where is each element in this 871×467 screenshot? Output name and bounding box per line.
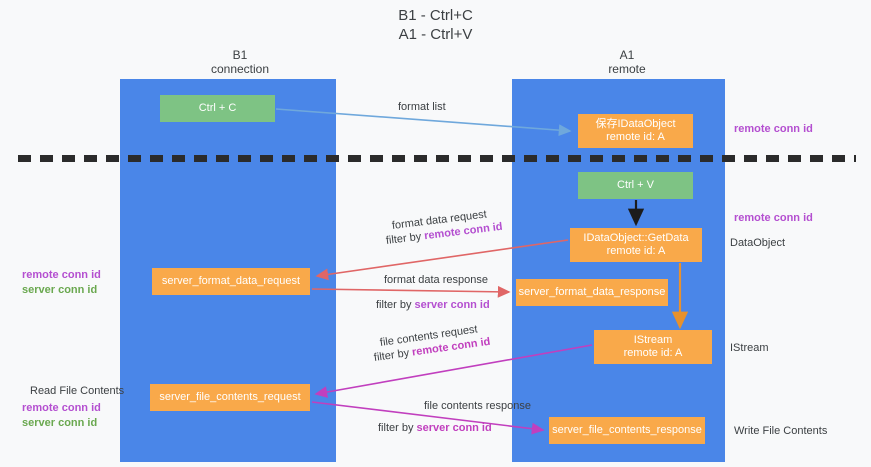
node-server-format-data-request[interactable]: server_format_data_request (152, 268, 310, 295)
filter-prefix: filter by (376, 299, 415, 311)
node-getdata-line2: remote id: A (606, 245, 666, 257)
annotation-left-server-conn-id-2: server conn id (22, 417, 98, 429)
node-format-data-response-label: server_format_data_response (518, 286, 666, 298)
node-ctrl-c[interactable]: Ctrl + C (160, 95, 275, 122)
lane-header-b1-name: B1 (232, 48, 248, 62)
node-server-file-contents-request[interactable]: server_file_contents_request (150, 384, 310, 411)
node-server-format-data-response[interactable]: server_format_data_response (516, 279, 668, 306)
node-istream-line1: IStream (633, 334, 673, 346)
filter-prefix: filter by (385, 230, 425, 247)
node-idataobject[interactable]: 保存IDataObject remote id: A (578, 114, 693, 148)
annotation-left-server-conn-id-1: server conn id (22, 284, 98, 296)
label-format-list: format list (398, 101, 446, 113)
node-idataobject-line1: 保存IDataObject (595, 118, 676, 130)
title-line-2: A1 - Ctrl+V (398, 26, 473, 43)
node-file-contents-response-label: server_file_contents_response (552, 424, 702, 436)
node-istream[interactable]: IStream remote id: A (594, 330, 712, 364)
node-getdata-line1: IDataObject::GetData (583, 232, 689, 244)
lane-header-a1-role: remote (608, 62, 646, 76)
node-server-file-contents-response[interactable]: server_file_contents_response (549, 417, 705, 444)
annotation-left-conn-ids-top: remote conn id server conn id (22, 268, 101, 298)
node-file-contents-request-label: server_file_contents_request (159, 391, 301, 403)
annotation-right-remote-conn-id-top: remote conn id (734, 123, 813, 135)
arrow-format-data-response (311, 285, 511, 298)
annotation-right-remote-conn-id-mid: remote conn id (734, 212, 813, 224)
annotation-right-write-file-contents: Write File Contents (734, 425, 828, 437)
page-title: B1 - Ctrl+C A1 - Ctrl+V (0, 6, 871, 44)
node-ctrl-v-label: Ctrl + V (617, 179, 654, 191)
label-format-data-response-filter: filter by server conn id (376, 298, 490, 312)
lane-header-b1-role: connection (210, 62, 270, 76)
annotation-left-remote-conn-id-2: remote conn id (22, 402, 101, 414)
filter-key-server-conn-id: server conn id (414, 299, 490, 311)
lane-header-b1: B1 connection (140, 48, 340, 76)
node-ctrl-v[interactable]: Ctrl + V (578, 172, 693, 199)
phase-separator (18, 155, 856, 162)
lane-header-a1: A1 remote (512, 48, 742, 76)
node-istream-line2: remote id: A (623, 347, 683, 359)
node-idataobject-line2: remote id: A (606, 131, 665, 143)
lane-header-a1-name: A1 (619, 48, 635, 62)
node-format-data-request-label: server_format_data_request (161, 275, 301, 287)
node-idataobject-getdata[interactable]: IDataObject::GetData remote id: A (570, 228, 702, 262)
filter-key-server-conn-id: server conn id (416, 422, 492, 434)
annotation-left-remote-conn-id-1: remote conn id (22, 269, 101, 281)
filter-prefix: filter by (378, 422, 417, 434)
label-file-contents-response-filter: filter by server conn id (378, 421, 492, 435)
node-ctrl-c-label: Ctrl + C (198, 102, 237, 114)
annotation-right-dataobject: DataObject (730, 237, 786, 249)
annotation-left-read-file-contents: Read File Contents (30, 385, 125, 397)
annotation-left-conn-ids-bottom: remote conn id server conn id (22, 401, 101, 431)
title-line-1: B1 - Ctrl+C (398, 7, 473, 24)
annotation-right-istream: IStream (730, 342, 769, 354)
label-format-data-response: format data response (384, 274, 488, 286)
label-file-contents-response: file contents response (424, 400, 532, 412)
filter-prefix: filter by (373, 346, 413, 364)
